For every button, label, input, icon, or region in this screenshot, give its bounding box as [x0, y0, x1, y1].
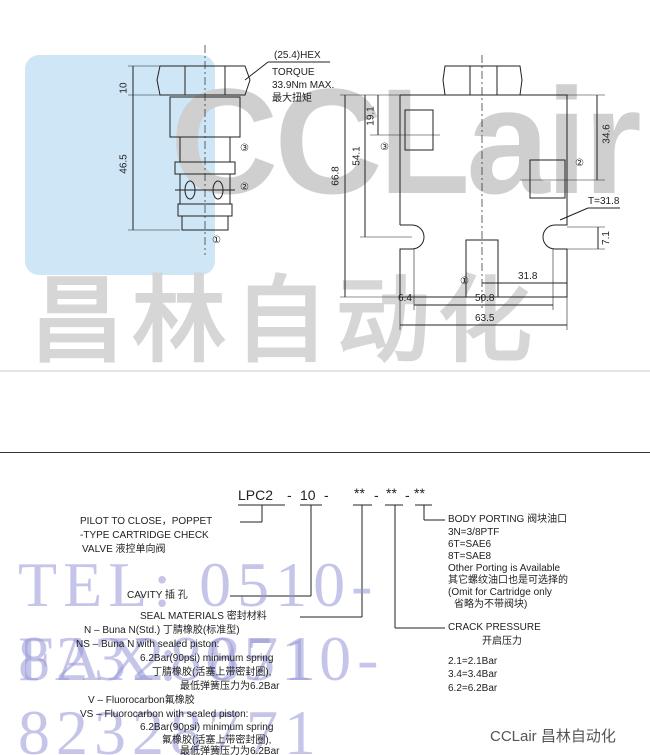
- divider: [0, 370, 650, 372]
- porting-line: 其它螺纹油口也是可选择的: [448, 575, 568, 586]
- dim-19-1: 19.1: [365, 106, 377, 126]
- seal-line: 最低弹簧压力为6.2Bar: [180, 681, 280, 692]
- code-model: LPC2: [238, 487, 274, 503]
- code-porting: **: [414, 485, 425, 501]
- port-3-label: ③: [240, 143, 249, 154]
- ordering-leaders: [230, 504, 445, 629]
- seal-line: NS – Buna N with sealed piston:: [76, 639, 220, 650]
- crack-line: 2.1=2.1Bar: [448, 656, 498, 667]
- porting-line: Other Porting is Available: [448, 563, 561, 574]
- seal-line: N – Buna N(Std.) 丁腈橡胶(标准型): [84, 625, 240, 636]
- port-1-label: ①: [212, 235, 221, 246]
- type-line: PILOT TO CLOSE，POPPET: [80, 516, 213, 527]
- port-2-label: ②: [575, 158, 584, 169]
- crack-line: 6.2=6.2Bar: [448, 683, 498, 694]
- crack-cn: 开启压力: [482, 636, 522, 647]
- dim-6-4: 6.4: [398, 293, 412, 304]
- dim-66-8: 66.8: [330, 166, 342, 186]
- port-3-label: ③: [380, 142, 389, 153]
- body-drawing: [340, 55, 620, 330]
- type-line: -TYPE CARTRIDGE CHECK: [80, 530, 209, 541]
- porting-line: 省略为不带阀块): [454, 599, 528, 610]
- code-sep: -: [324, 487, 329, 503]
- dim-50-8: 50.8: [475, 293, 495, 304]
- seal-line: 6.2Bar(90psi) minimum spring: [140, 653, 274, 664]
- code-cavity: 10: [300, 487, 316, 503]
- port-2-label: ②: [240, 182, 249, 193]
- code-sep: -: [374, 487, 379, 503]
- crack-line: 3.4=3.4Bar: [448, 669, 498, 680]
- porting-line: (Omit for Cartridge only: [448, 587, 552, 598]
- code-crack: **: [386, 485, 397, 501]
- tel-watermark: TEL: 0510-82328871: [18, 549, 379, 694]
- torque-value: 33.9Nm MAX.: [272, 80, 335, 91]
- fax-watermark: FAX: 0510-82328771: [18, 623, 385, 755]
- seal-line: VS – Fluorocarbon with sealed piston:: [80, 709, 249, 720]
- port-1-label: ①: [460, 276, 469, 287]
- hex-label: (25.4)HEX: [274, 50, 321, 61]
- porting-line: 8T=SAE8: [448, 551, 492, 562]
- code-seal: **: [354, 485, 365, 501]
- seal-line: 丁腈橡胶(活塞上带密封圈),: [152, 667, 272, 678]
- torque-cn: 最大扭矩: [272, 93, 312, 104]
- brand-cn-watermark: 昌林自动化: [30, 268, 541, 373]
- code-sep: -: [405, 487, 410, 503]
- cartridge-drawing: [128, 45, 330, 255]
- dim-46-5: 46.5: [118, 154, 130, 174]
- code-sep: -: [287, 487, 292, 503]
- torque-label: TORQUE: [272, 67, 315, 78]
- cavity-label: CAVITY 插 孔: [127, 590, 188, 601]
- dim-34-6: 34.6: [601, 124, 613, 144]
- dim-31-8: 31.8: [518, 271, 538, 282]
- seal-title: SEAL MATERIALS 密封材料: [140, 611, 267, 622]
- divider: [0, 452, 650, 453]
- logo-watermark-box: [25, 55, 215, 275]
- seal-line: 最低弹簧压力为6.2Bar: [180, 746, 280, 755]
- seal-line: 氟橡胶(活塞上带密封圈),: [162, 735, 272, 746]
- porting-title: BODY PORTING 阀块油口: [448, 514, 568, 525]
- porting-line: 3N=3/8PTF: [448, 527, 500, 538]
- porting-line: 6T=SAE6: [448, 539, 492, 550]
- footer-brand: CCLair 昌林自动化: [490, 728, 616, 745]
- dim-7-1: 7.1: [600, 231, 612, 245]
- dim-10: 10: [118, 82, 130, 94]
- crack-title: CRACK PRESSURE: [448, 622, 541, 633]
- seal-line: V – Fluorocarbon氟橡胶: [88, 695, 195, 706]
- dim-t: T=31.8: [588, 196, 620, 207]
- seal-line: 6.2Bar(90psi) minimum spring: [140, 722, 274, 733]
- dim-63-5: 63.5: [475, 313, 495, 324]
- type-line: VALVE 液控单向阀: [82, 544, 166, 555]
- dim-54-1: 54.1: [351, 146, 363, 166]
